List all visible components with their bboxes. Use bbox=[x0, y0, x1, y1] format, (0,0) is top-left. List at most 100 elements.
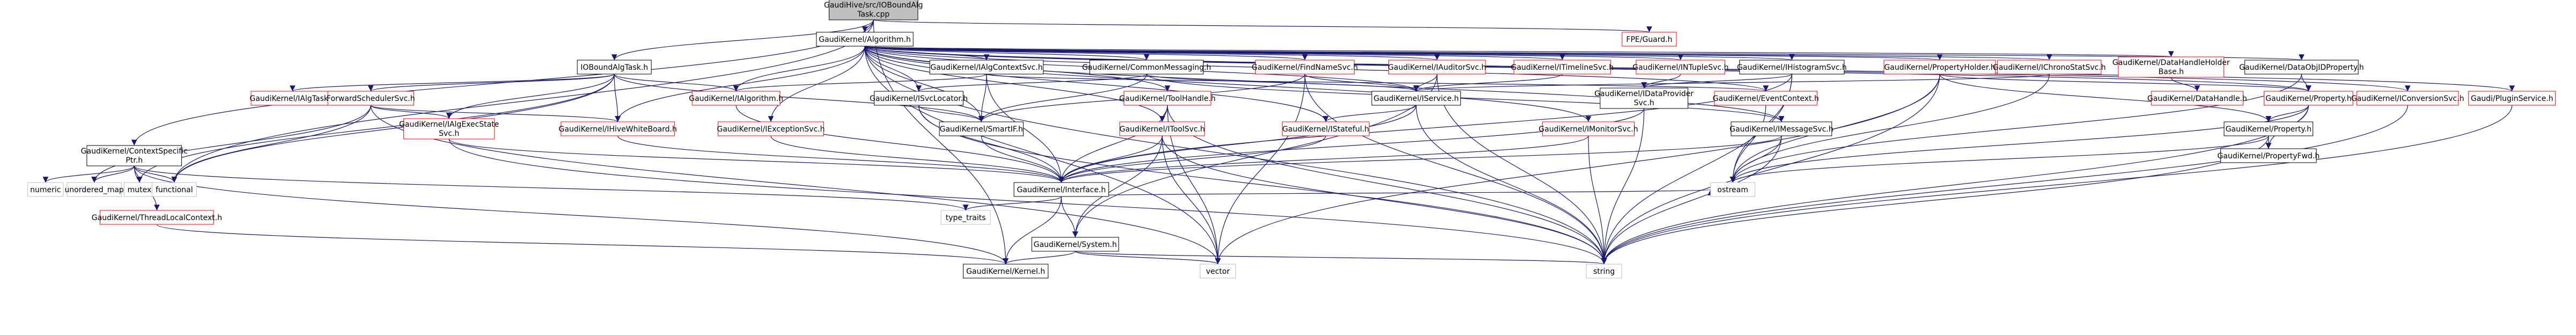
edge-forwardschedulersvc-to-ialgexecstatesvc bbox=[370, 105, 452, 119]
edge-forwardschedulersvc-to-functional bbox=[171, 105, 371, 183]
edge-system-to-string bbox=[1074, 251, 1607, 265]
node-box bbox=[1388, 60, 1486, 75]
node-fpecontrol[interactable]: FPE/Guard.h bbox=[1622, 32, 1677, 47]
edge-imessagesvc-to-string bbox=[1601, 135, 1782, 265]
node-kernel[interactable]: GaudiKernel/Kernel.h bbox=[963, 264, 1049, 279]
node-box bbox=[1255, 60, 1355, 75]
node-istateful[interactable]: GaudiKernel/IStateful.h bbox=[1282, 121, 1370, 136]
node-box bbox=[1586, 264, 1622, 279]
node-itoolsvc[interactable]: GaudiKernel/IToolSvc.h bbox=[1119, 121, 1205, 136]
node-ihivewhiteboard[interactable]: GaudiKernel/IHiveWhiteBoard.h bbox=[558, 121, 677, 136]
edge-ihistogramsvc-to-string bbox=[1601, 74, 1792, 265]
edge-findnamesvc-to-vector bbox=[1215, 74, 1306, 265]
edge-iservice-to-istateful bbox=[1323, 105, 1417, 122]
node-algorithm[interactable]: GaudiKernel/Algorithm.h bbox=[816, 32, 914, 47]
node-forwardschedulersvc[interactable]: ForwardSchedulerSvc.h bbox=[327, 91, 415, 106]
node-box bbox=[1119, 121, 1205, 136]
node-label: GaudiKernel/Kernel.h bbox=[966, 267, 1045, 276]
node-iexceptionsvc[interactable]: GaudiKernel/IExceptionSvc.h bbox=[717, 121, 825, 136]
edge-forwardschedulersvc-to-ihivewhiteboard bbox=[370, 105, 621, 122]
edge-itoolsvc-to-interface bbox=[1058, 135, 1163, 183]
node-label: IOBoundAlgTask.h bbox=[580, 63, 648, 72]
edge-ialgcontextsvc-to-ialgorithm bbox=[733, 74, 987, 92]
edge-algorithm-to-datahandleholderbase bbox=[864, 46, 2173, 57]
node-box bbox=[1997, 60, 2102, 75]
edge-imonitorsvc-to-string bbox=[1588, 135, 1607, 265]
edge-system-to-vector bbox=[1074, 251, 1221, 265]
node-interface[interactable]: GaudiKernel/Interface.h bbox=[1013, 182, 1109, 197]
node-dataobjidproperty[interactable]: GaudiKernel/DataObjIDProperty.h bbox=[2239, 60, 2364, 75]
node-box bbox=[151, 182, 197, 197]
edge-propertyholder-to-property bbox=[1939, 74, 2312, 92]
node-iauditorsvc[interactable]: GaudiKernel/IAuditorSvc.h bbox=[1388, 60, 1486, 75]
node-label: vector bbox=[1206, 267, 1230, 276]
node-box bbox=[67, 182, 122, 197]
node-label: GaudiHive/src/IOBoundAlg bbox=[824, 1, 923, 10]
edge-system-to-kernel bbox=[1003, 251, 1076, 265]
node-intuplesvc[interactable]: GaudiKernel/INTupleSvc.h bbox=[1632, 60, 1728, 75]
node-ioboundalgtask[interactable]: IOBoundAlgTask.h bbox=[577, 60, 652, 75]
node-threadlocalcontext[interactable]: GaudiKernel/ThreadLocalContext.h bbox=[92, 210, 222, 225]
node-root[interactable]: GaudiHive/src/IOBoundAlgTask.cpp bbox=[824, 0, 923, 20]
node-propertyholder[interactable]: GaudiKernel/PropertyHolder.h bbox=[1883, 60, 1996, 75]
node-label: Svc.h bbox=[439, 129, 459, 138]
node-label: GaudiKernel/DataHandleHolder bbox=[2113, 59, 2230, 67]
edge-root-to-fpecontrol bbox=[873, 19, 1652, 33]
node-label: GaudiKernel/IHiveWhiteBoard.h bbox=[558, 125, 676, 134]
node-toolhandle[interactable]: GaudiKernel/ToolHandle.h bbox=[1119, 91, 1216, 106]
node-functional: functional bbox=[151, 182, 197, 197]
edge-itimelinesvc-to-iservice bbox=[1413, 74, 1563, 92]
node-label: GaudiKernel/EventContext.h bbox=[1713, 94, 1819, 103]
node-system[interactable]: GaudiKernel/System.h bbox=[1031, 237, 1119, 252]
node-property[interactable]: GaudiKernel/Property.h bbox=[2264, 91, 2353, 106]
edge-propertyholder-to-gaudiproperty bbox=[1939, 74, 2272, 122]
node-unordered_map: unordered_map bbox=[64, 182, 124, 197]
node-ialgcontextsvc[interactable]: GaudiKernel/IAlgContextSvc.h bbox=[929, 60, 1044, 75]
node-iservice[interactable]: GaudiKernel/IService.h bbox=[1371, 91, 1461, 106]
node-ialgtask[interactable]: GaudiKernel/IAlgTask.h bbox=[249, 91, 335, 106]
node-ialgorithm[interactable]: GaudiKernel/IAlgorithm.h bbox=[689, 91, 783, 106]
node-ichronostatsvc[interactable]: GaudiKernel/IChronoStatSvc.h bbox=[1993, 60, 2106, 75]
node-label: Svc.h bbox=[1634, 99, 1654, 107]
node-findnamesvc[interactable]: GaudiKernel/FindNameSvc.h bbox=[1252, 60, 1358, 75]
node-label: GaudiKernel/PropertyFwd.h bbox=[2217, 152, 2320, 161]
node-itimelinesvc[interactable]: GaudiKernel/ITimelineSvc.h bbox=[1511, 60, 1614, 75]
node-label: GaudiKernel/IExceptionSvc.h bbox=[717, 125, 825, 134]
node-label: GaudiKernel/DataHandle.h bbox=[2147, 94, 2247, 103]
node-commonmessaging[interactable]: GaudiKernel/CommonMessaging.h bbox=[1082, 60, 1211, 75]
node-box bbox=[561, 121, 675, 136]
node-label: GaudiKernel/IAlgExecState bbox=[399, 120, 499, 129]
edge-iexceptionsvc-to-interface bbox=[770, 135, 1064, 183]
node-imessagesvc[interactable]: GaudiKernel/IMessageSvc.h bbox=[1729, 121, 1834, 136]
node-gaudiproperty[interactable]: GaudiKernel/Property.h bbox=[2224, 121, 2314, 136]
node-box bbox=[403, 118, 495, 140]
node-ieventcontext[interactable]: GaudiKernel/EventContext.h bbox=[1713, 91, 1819, 106]
node-smartif[interactable]: GaudiKernel/SmartIF.h bbox=[939, 121, 1024, 136]
node-box bbox=[2220, 148, 2317, 163]
edge-forwardschedulersvc-to-unordered_map bbox=[91, 105, 371, 183]
node-label: GaudiKernel/SmartIF.h bbox=[940, 125, 1023, 134]
node-pluginservice[interactable]: Gaudi/PluginService.h bbox=[2468, 91, 2556, 106]
file-nodes: GaudiHive/src/IOBoundAlgTask.cppGaudiKer… bbox=[27, 0, 2556, 279]
node-ihistogramsvc[interactable]: GaudiKernel/IHistogramSvc.h bbox=[1737, 60, 1847, 75]
edge-root-to-functional bbox=[171, 19, 874, 183]
node-datahandle[interactable]: GaudiKernel/DataHandle.h bbox=[2147, 91, 2247, 106]
node-propertyfwd[interactable]: GaudiKernel/PropertyFwd.h bbox=[2217, 148, 2320, 163]
edge-isvclocator-to-smartif bbox=[918, 105, 984, 122]
edge-ialgorithm-to-interface bbox=[735, 105, 1064, 183]
node-box bbox=[2244, 60, 2359, 75]
node-box bbox=[1883, 60, 1996, 75]
node-label: GaudiKernel/ThreadLocalContext.h bbox=[92, 214, 222, 222]
node-isvclocator[interactable]: GaudiKernel/ISvcLocator.h bbox=[870, 91, 968, 106]
node-iconversionsvc[interactable]: GaudiKernel/IConversionSvc.h bbox=[2351, 91, 2464, 106]
node-label: FPE/Guard.h bbox=[1626, 35, 1672, 44]
edge-algorithm-to-commonmessaging bbox=[864, 46, 1150, 61]
node-label: GaudiKernel/ISvcLocator.h bbox=[870, 94, 968, 103]
node-label: GaudiKernel/FindNameSvc.h bbox=[1252, 63, 1358, 72]
node-imonitorsvc[interactable]: GaudiKernel/IMonitorSvc.h bbox=[1539, 121, 1638, 136]
node-label: GaudiKernel/IConversionSvc.h bbox=[2351, 94, 2464, 103]
